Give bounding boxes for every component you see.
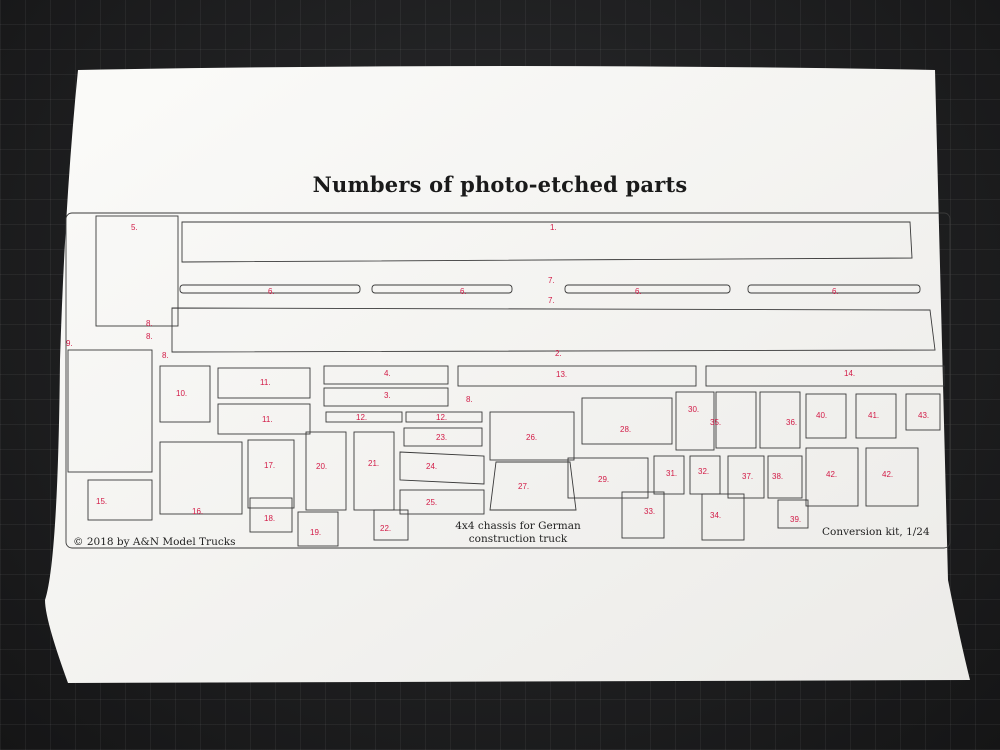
part-label: 22. <box>380 524 391 533</box>
part-label: 21. <box>368 459 379 468</box>
part-label: 8. <box>162 351 169 360</box>
part-label: 9. <box>66 339 73 348</box>
part-label: 32. <box>698 467 709 476</box>
part-label: 6. <box>460 287 467 296</box>
part-label: 14. <box>844 369 855 378</box>
part-label: 33. <box>644 507 655 516</box>
sheet-title: Numbers of photo-etched parts <box>312 172 688 197</box>
part-label: 27. <box>518 482 529 491</box>
part-label: 2. <box>555 349 562 358</box>
part-label: 40. <box>816 411 827 420</box>
part-label: 30. <box>688 405 699 414</box>
part-label: 16. <box>192 507 203 516</box>
part-label: 7. <box>548 276 555 285</box>
part-label: 12. <box>356 413 367 422</box>
part-label: 20. <box>316 462 327 471</box>
part-label: 42. <box>882 470 893 479</box>
part-label: 8. <box>146 319 153 328</box>
part-label: 19. <box>310 528 321 537</box>
kit-description-line2: construction truck <box>468 533 568 545</box>
part-label: 42. <box>826 470 837 479</box>
part-label: 12. <box>436 413 447 422</box>
part-label: 23. <box>436 433 447 442</box>
part-label: 15. <box>96 497 107 506</box>
part-label: 10. <box>176 389 187 398</box>
part-label: 24. <box>426 462 437 471</box>
part-label: 4. <box>384 369 391 378</box>
part-label: 11. <box>260 378 271 387</box>
part-label: 3. <box>384 391 391 400</box>
part-label: 38. <box>772 472 783 481</box>
part-label: 28. <box>620 425 631 434</box>
kit-description-line1: 4x4 chassis for German <box>455 520 581 532</box>
part-label: 1. <box>550 223 557 232</box>
part-label: 37. <box>742 472 753 481</box>
scale-note: Conversion kit, 1/24 <box>822 526 930 538</box>
part-label: 6. <box>832 287 839 296</box>
part-label: 5. <box>131 223 138 232</box>
part-label: 26. <box>526 433 537 442</box>
part-label: 8. <box>466 395 473 404</box>
part-label: 25. <box>426 498 437 507</box>
part-label: 31. <box>666 469 677 478</box>
part-label: 6. <box>635 287 642 296</box>
part-label: 39. <box>790 515 801 524</box>
part-label: 8. <box>146 332 153 341</box>
part-label: 17. <box>264 461 275 470</box>
part-label: 34. <box>710 511 721 520</box>
kit-description: 4x4 chassis for German construction truc… <box>438 520 598 546</box>
part-label: 43. <box>918 411 929 420</box>
part-label: 11. <box>262 415 273 424</box>
copyright-text: © 2018 by A&N Model Trucks <box>73 536 236 548</box>
part-label: 7. <box>548 296 555 305</box>
part-label: 29. <box>598 475 609 484</box>
part-label: 41. <box>868 411 879 420</box>
part-label: 36. <box>786 418 797 427</box>
part-label: 13. <box>556 370 567 379</box>
part-label: 6. <box>268 287 275 296</box>
part-label: 18. <box>264 514 275 523</box>
part-label: 35. <box>710 418 721 427</box>
